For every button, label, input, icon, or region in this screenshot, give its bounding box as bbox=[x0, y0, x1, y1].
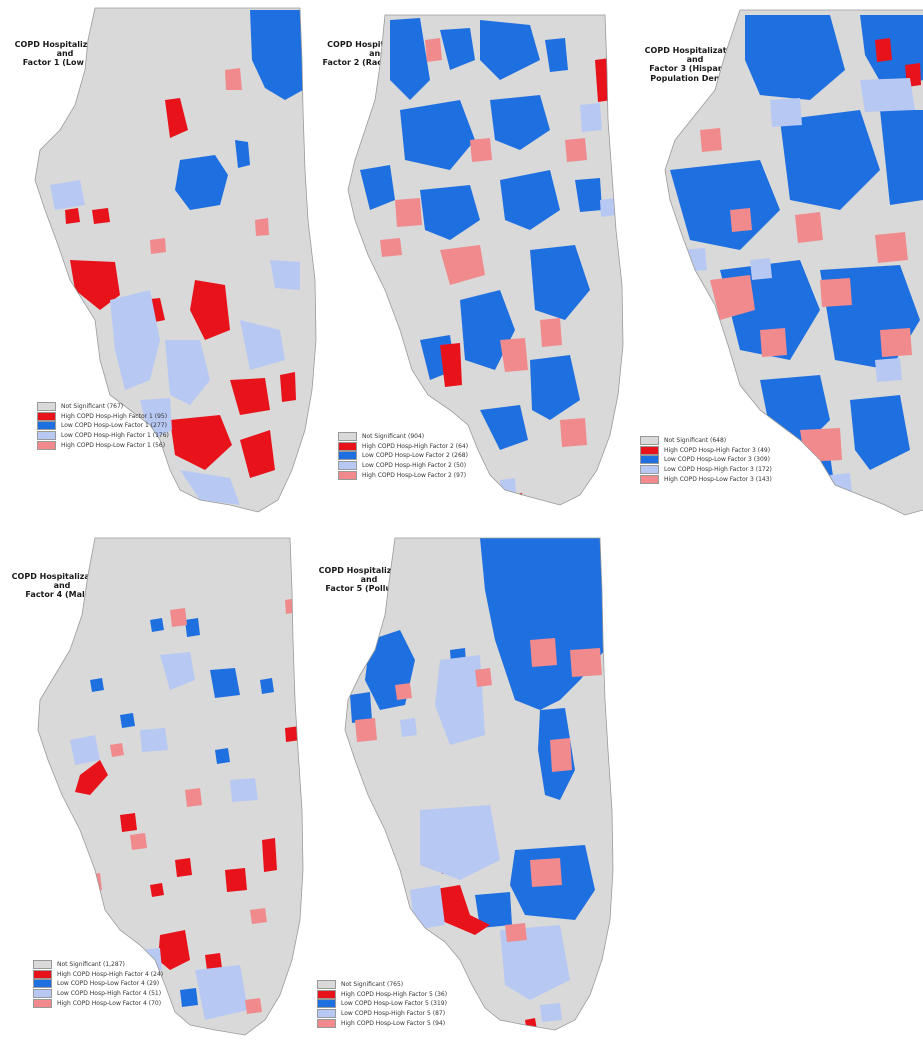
legend-item: Low COPD Hosp-Low Factor 4 (29) bbox=[33, 979, 163, 989]
legend-swatch bbox=[338, 442, 357, 451]
illinois-map-factor-5 bbox=[300, 530, 620, 1044]
legend-swatch bbox=[338, 471, 357, 480]
legend-swatch bbox=[37, 421, 56, 430]
legend-label: High COPD Hosp-High Factor 1 (95) bbox=[61, 413, 167, 420]
map-legend: Not Significant (904) High COPD Hosp-Hig… bbox=[338, 432, 468, 480]
legend-label: High COPD Hosp-Low Factor 3 (143) bbox=[664, 476, 772, 483]
legend-swatch bbox=[37, 412, 56, 421]
legend-item: High COPD Hosp-Low Factor 1 (56) bbox=[37, 440, 169, 450]
legend-item: High COPD Hosp-Low Factor 4 (70) bbox=[33, 998, 163, 1008]
legend-swatch bbox=[317, 999, 336, 1008]
legend-item: Low COPD Hosp-Low Factor 2 (268) bbox=[338, 451, 468, 461]
legend-label: High COPD Hosp-Low Factor 5 (94) bbox=[341, 1020, 445, 1027]
legend-item: Not Significant (648) bbox=[640, 436, 772, 446]
legend-label: Not Significant (648) bbox=[664, 437, 726, 444]
legend-swatch bbox=[37, 402, 56, 411]
legend-label: Low COPD Hosp-Low Factor 3 (309) bbox=[664, 456, 770, 463]
legend-label: Low COPD Hosp-High Factor 3 (172) bbox=[664, 466, 772, 473]
legend-label: High COPD Hosp-Low Factor 4 (70) bbox=[57, 1000, 161, 1007]
legend-label: Low COPD Hosp-High Factor 4 (51) bbox=[57, 990, 161, 997]
legend-swatch bbox=[338, 461, 357, 470]
legend-swatch bbox=[33, 989, 52, 998]
legend-label: Low COPD Hosp-Low Factor 4 (29) bbox=[57, 980, 159, 987]
legend-item: Low COPD Hosp-Low Factor 5 (319) bbox=[317, 999, 447, 1009]
map-legend: Not Significant (648) High COPD Hosp-Hig… bbox=[640, 436, 772, 484]
legend-swatch bbox=[317, 1009, 336, 1018]
legend-label: High COPD Hosp-High Factor 2 (64) bbox=[362, 443, 468, 450]
legend-item: Low COPD Hosp-High Factor 5 (87) bbox=[317, 1009, 447, 1019]
legend-swatch bbox=[317, 980, 336, 989]
map-legend: Not Significant (765) High COPD Hosp-Hig… bbox=[317, 980, 447, 1028]
legend-item: High COPD Hosp-High Factor 1 (95) bbox=[37, 412, 169, 422]
legend-item: High COPD Hosp-High Factor 5 (36) bbox=[317, 990, 447, 1000]
legend-item: High COPD Hosp-High Factor 4 (24) bbox=[33, 970, 163, 980]
legend-item: Not Significant (1,287) bbox=[33, 960, 163, 970]
legend-swatch bbox=[33, 970, 52, 979]
legend-item: Low COPD Hosp-High Factor 2 (50) bbox=[338, 461, 468, 471]
legend-label: Not Significant (1,287) bbox=[57, 961, 125, 968]
legend-swatch bbox=[640, 436, 659, 445]
legend-label: High COPD Hosp-Low Factor 2 (97) bbox=[362, 472, 466, 479]
legend-item: Not Significant (765) bbox=[317, 980, 447, 990]
legend-label: Low COPD Hosp-High Factor 1 (176) bbox=[61, 432, 169, 439]
legend-label: High COPD Hosp-High Factor 5 (36) bbox=[341, 991, 447, 998]
map-legend: Not Significant (1,287) High COPD Hosp-H… bbox=[33, 960, 163, 1008]
legend-label: High COPD Hosp-High Factor 3 (49) bbox=[664, 447, 770, 454]
legend-label: Not Significant (904) bbox=[362, 433, 424, 440]
legend-swatch bbox=[640, 446, 659, 455]
legend-item: Low COPD Hosp-High Factor 1 (176) bbox=[37, 431, 169, 441]
legend-item: High COPD Hosp-High Factor 2 (64) bbox=[338, 442, 468, 452]
legend-label: Low COPD Hosp-High Factor 5 (87) bbox=[341, 1010, 445, 1017]
legend-item: High COPD Hosp-Low Factor 2 (97) bbox=[338, 470, 468, 480]
legend-label: Low COPD Hosp-Low Factor 5 (319) bbox=[341, 1000, 447, 1007]
legend-label: Low COPD Hosp-High Factor 2 (50) bbox=[362, 462, 466, 469]
legend-item: Low COPD Hosp-Low Factor 1 (277) bbox=[37, 421, 169, 431]
legend-swatch bbox=[640, 465, 659, 474]
legend-item: Low COPD Hosp-Low Factor 3 (309) bbox=[640, 455, 772, 465]
legend-label: High COPD Hosp-Low Factor 1 (56) bbox=[61, 442, 165, 449]
legend-label: High COPD Hosp-High Factor 4 (24) bbox=[57, 971, 163, 978]
legend-item: High COPD Hosp-High Factor 3 (49) bbox=[640, 446, 772, 456]
legend-label: Not Significant (765) bbox=[341, 981, 403, 988]
legend-item: Low COPD Hosp-High Factor 3 (172) bbox=[640, 465, 772, 475]
legend-swatch bbox=[317, 990, 336, 999]
legend-item: High COPD Hosp-Low Factor 5 (94) bbox=[317, 1018, 447, 1028]
legend-swatch bbox=[338, 451, 357, 460]
legend-swatch bbox=[37, 431, 56, 440]
legend-swatch bbox=[338, 432, 357, 441]
legend-swatch bbox=[640, 455, 659, 464]
legend-label: Low COPD Hosp-Low Factor 2 (268) bbox=[362, 452, 468, 459]
legend-swatch bbox=[33, 979, 52, 988]
legend-swatch bbox=[640, 475, 659, 484]
legend-label: Not Significant (767) bbox=[61, 403, 123, 410]
map-legend: Not Significant (767) High COPD Hosp-Hig… bbox=[37, 402, 169, 450]
legend-swatch bbox=[33, 999, 52, 1008]
legend-label: Low COPD Hosp-Low Factor 1 (277) bbox=[61, 422, 167, 429]
legend-swatch bbox=[317, 1019, 336, 1028]
legend-swatch bbox=[37, 441, 56, 450]
legend-item: High COPD Hosp-Low Factor 3 (143) bbox=[640, 474, 772, 484]
legend-swatch bbox=[33, 960, 52, 969]
legend-item: Not Significant (904) bbox=[338, 432, 468, 442]
legend-item: Low COPD Hosp-High Factor 4 (51) bbox=[33, 989, 163, 999]
legend-item: Not Significant (767) bbox=[37, 402, 169, 412]
